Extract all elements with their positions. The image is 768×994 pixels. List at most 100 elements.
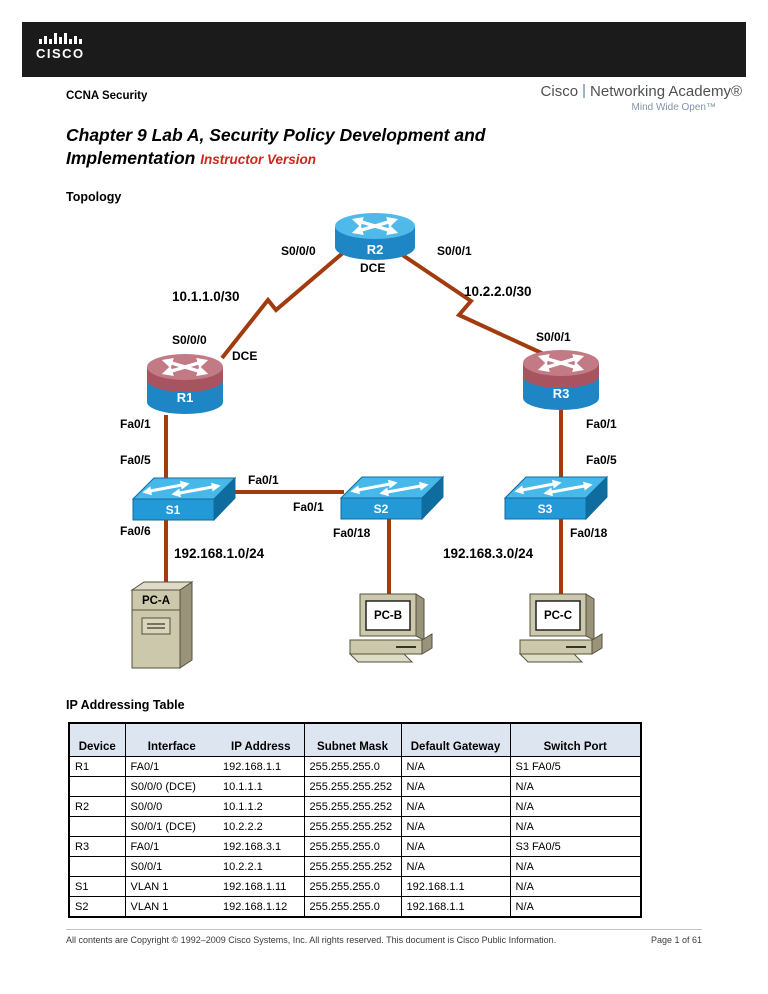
col-device: Device: [68, 722, 126, 757]
label-r1-s000: S0/0/0: [172, 333, 207, 347]
switch-s3-label: S3: [538, 502, 553, 516]
label-net-192-168-1: 192.168.1.0/24: [174, 546, 265, 561]
cell-interface: FA0/1: [124, 756, 218, 777]
cell-gateway: N/A: [400, 856, 511, 877]
cell-device: R3: [68, 836, 126, 857]
cell-subnet: 255.255.255.252: [303, 776, 402, 797]
cell-device: R1: [68, 756, 126, 777]
footer-page-number: Page 1 of 61: [650, 935, 702, 945]
pc-c-icon: PC-C: [518, 593, 603, 663]
pc-b-label: PC-B: [374, 610, 402, 622]
label-r1-fa01: Fa0/1: [120, 417, 151, 431]
label-r1-dce: DCE: [232, 349, 258, 363]
cell-interface: S0/0/1: [124, 856, 218, 877]
cell-subnet: 255.255.255.0: [303, 756, 402, 777]
cell-interface: S0/0/0: [124, 796, 218, 817]
cell-device: S2: [68, 896, 126, 918]
table-row: S0/0/1 (DCE) 10.2.2.2 255.255.255.252 N/…: [68, 816, 642, 837]
title-line2: Implementation: [66, 148, 196, 168]
cell-subnet: 255.255.255.0: [303, 876, 402, 897]
label-r2-s000: S0/0/0: [281, 244, 316, 258]
cell-switch-port: N/A: [509, 816, 642, 837]
cell-switch-port: N/A: [509, 796, 642, 817]
cell-gateway: 192.168.1.1: [400, 876, 511, 897]
cell-gateway: N/A: [400, 756, 511, 777]
academy-name: Networking Academy®: [590, 83, 742, 100]
cell-ip: 10.1.1.2: [218, 796, 305, 817]
table-row: R1 FA0/1 192.168.1.1 255.255.255.0 N/A S…: [68, 756, 642, 777]
cell-interface: VLAN 1: [124, 896, 218, 918]
cell-subnet: 255.255.255.252: [303, 796, 402, 817]
cell-subnet: 255.255.255.0: [303, 896, 402, 918]
cell-switch-port: N/A: [509, 876, 642, 897]
col-default-gateway: Default Gateway: [400, 722, 511, 757]
cell-ip: 192.168.1.1: [218, 756, 305, 777]
table-row: R3 FA0/1 192.168.3.1 255.255.255.0 N/A S…: [68, 836, 642, 857]
cell-device: S1: [68, 876, 126, 897]
cell-ip: 10.2.2.1: [218, 856, 305, 877]
label-net-192-168-3: 192.168.3.0/24: [443, 546, 534, 561]
table-row: S0/0/0 (DCE) 10.1.1.1 255.255.255.252 N/…: [68, 776, 642, 797]
label-s1-fa05: Fa0/5: [120, 453, 151, 467]
cell-gateway: N/A: [400, 776, 511, 797]
cell-device: R2: [68, 796, 126, 817]
cell-device: [68, 776, 126, 797]
cell-ip: 10.2.2.2: [218, 816, 305, 837]
router-r1-icon: R1: [147, 354, 223, 414]
label-net-10-1-1-0: 10.1.1.0/30: [172, 289, 240, 304]
serial-link-r2-r1: [220, 250, 346, 360]
cisco-wordmark: CISCO: [36, 46, 85, 61]
academy-logo-line1: Cisco Networking Academy®: [540, 83, 742, 101]
table-row: S1 VLAN 1 192.168.1.11 255.255.255.0 192…: [68, 876, 642, 897]
cell-switch-port: S1 FA0/5: [509, 756, 642, 777]
footer-copyright: All contents are Copyright © 1992–2009 C…: [66, 935, 557, 945]
cisco-brand-bar: CISCO: [22, 22, 746, 77]
router-r2-label: R2: [367, 242, 384, 257]
label-r3-fa01: Fa0/1: [586, 417, 617, 431]
cell-subnet: 255.255.255.0: [303, 836, 402, 857]
title-line1: Chapter 9 Lab A, Security Policy Develop…: [66, 125, 486, 145]
footer-divider: [66, 929, 702, 930]
cell-ip: 192.168.1.12: [218, 896, 305, 918]
cell-interface: FA0/1: [124, 836, 218, 857]
ip-addressing-table: Device Interface IP Address Subnet Mask …: [68, 722, 642, 918]
label-r3-s001: S0/0/1: [536, 330, 571, 344]
label-s1-fa01: Fa0/1: [248, 473, 279, 487]
course-label: CCNA Security: [66, 90, 148, 102]
cell-ip: 192.168.1.11: [218, 876, 305, 897]
router-r1-label: R1: [177, 390, 194, 405]
cell-gateway: N/A: [400, 836, 511, 857]
cell-subnet: 255.255.255.252: [303, 856, 402, 877]
pc-c-label: PC-C: [544, 610, 572, 622]
label-s2-fa01: Fa0/1: [293, 500, 324, 514]
networking-academy-logo: Cisco Networking Academy® Mind Wide Open™: [540, 83, 742, 113]
switch-s2-icon: S2: [340, 476, 444, 520]
switch-s2-label: S2: [374, 502, 389, 516]
cell-switch-port: N/A: [509, 856, 642, 877]
label-s3-fa018: Fa0/18: [570, 526, 608, 540]
label-s3-fa05: Fa0/5: [586, 453, 617, 467]
cell-gateway: 192.168.1.1: [400, 896, 511, 918]
serial-link-r2-r3: [396, 250, 549, 358]
cell-device: [68, 856, 126, 877]
cell-interface: VLAN 1: [124, 876, 218, 897]
cell-switch-port: N/A: [509, 896, 642, 918]
academy-brand: Cisco: [540, 83, 579, 100]
table-header-row: Device Interface IP Address Subnet Mask …: [68, 722, 642, 757]
table-row: S2 VLAN 1 192.168.1.12 255.255.255.0 192…: [68, 896, 642, 918]
academy-tagline: Mind Wide Open™: [631, 101, 716, 113]
label-s1-fa06: Fa0/6: [120, 524, 151, 538]
cisco-logo-icon: CISCO: [36, 31, 85, 61]
ip-table-heading: IP Addressing Table: [66, 698, 185, 712]
label-r2-dce: DCE: [360, 261, 386, 275]
switch-s3-icon: S3: [504, 476, 608, 520]
cell-gateway: N/A: [400, 796, 511, 817]
cell-ip: 10.1.1.1: [218, 776, 305, 797]
switch-s1-icon: S1: [132, 477, 236, 521]
cell-ip: 192.168.3.1: [218, 836, 305, 857]
cell-subnet: 255.255.255.252: [303, 816, 402, 837]
instructor-version-label: Instructor Version: [200, 152, 316, 167]
cisco-bars-icon: [39, 31, 85, 44]
label-s2-fa018: Fa0/18: [333, 526, 371, 540]
